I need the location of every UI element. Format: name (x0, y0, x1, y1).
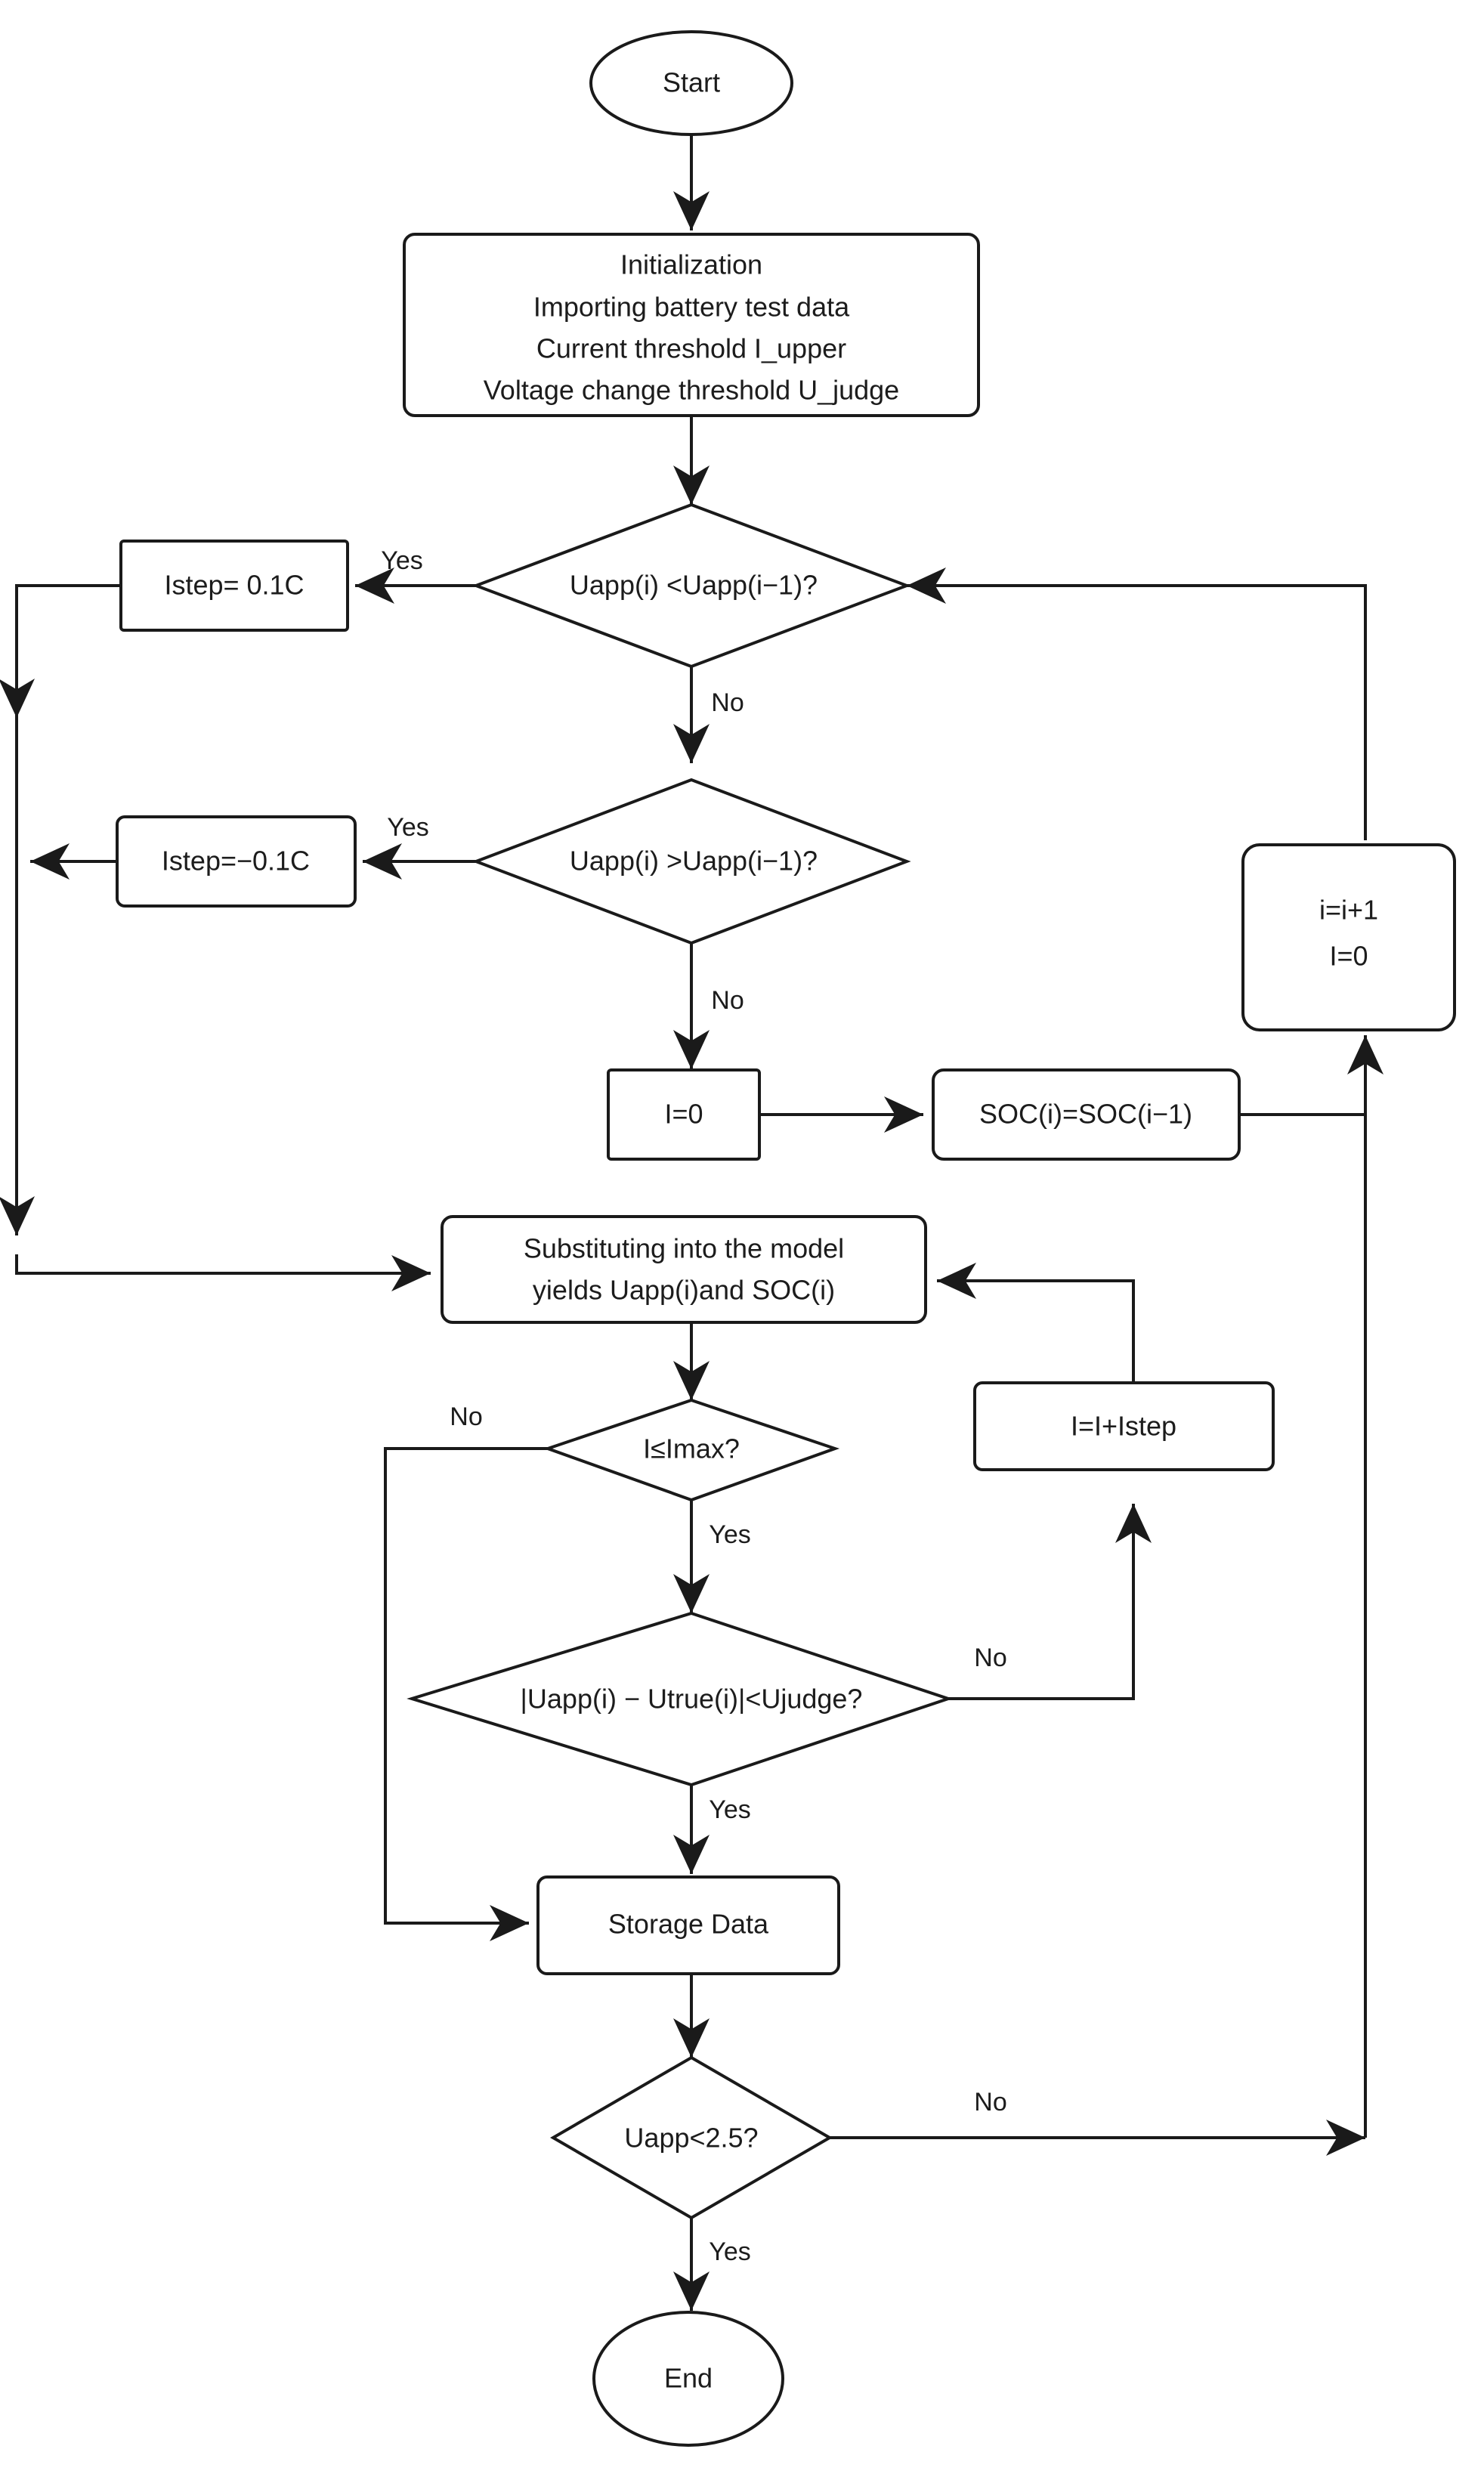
node-end[interactable]: End (592, 2311, 784, 2447)
edge-istep-pos-to-left-rail (0, 584, 121, 718)
node-current-step-add[interactable]: I=I+Istep (973, 1381, 1275, 1471)
edge-increment-to-dec-less (907, 567, 1367, 840)
node-initialization[interactable]: Initialization Importing battery test da… (403, 233, 980, 417)
edge-label-less-no: No (711, 688, 744, 717)
edge-label-less-yes: Yes (381, 546, 422, 575)
node-increment-line1: i=i+1 (1319, 895, 1378, 926)
node-decision-uapp25[interactable]: Uapp<2.5? (550, 2055, 833, 2220)
edge-label-ujudge-yes: Yes (709, 1795, 750, 1824)
node-current-step-add-label: I=I+Istep (1071, 1411, 1176, 1442)
node-end-label: End (664, 2363, 713, 2394)
edge-soc-hold-to-increment (1239, 1035, 1384, 1116)
node-initialization-line1: Initialization (620, 249, 762, 280)
edge-label-uapp-yes: Yes (709, 2237, 750, 2266)
edge-label-greater-yes: Yes (387, 813, 428, 842)
edge-dec-ujudge-no-to-i-step-add (945, 1504, 1152, 1700)
node-start[interactable]: Start (589, 30, 793, 136)
node-storage-data-label: Storage Data (608, 1909, 769, 1940)
node-initialization-line4: Voltage change threshold U_judge (484, 375, 899, 406)
edge-left-rail-to-substitute (15, 1254, 431, 1291)
node-decision-ujudge[interactable]: |Uapp(i) − Utrue(i)|<Ujudge? (407, 1611, 954, 1787)
node-decision-uapp-greater-label: Uapp(i) >Uapp(i−1)? (570, 846, 818, 877)
node-current-zero[interactable]: I=0 (607, 1068, 761, 1161)
edge-label-greater-no: No (711, 986, 744, 1015)
node-istep-negative[interactable]: Istep=−0.1C (116, 815, 357, 908)
node-istep-positive[interactable]: Istep= 0.1C (119, 540, 349, 632)
edge-label-imax-yes: Yes (709, 1520, 750, 1549)
node-decision-imax[interactable]: I≤Imax? (543, 1398, 840, 1502)
node-decision-uapp-greater[interactable]: Uapp(i) >Uapp(i−1)? (471, 778, 911, 945)
node-decision-uapp-less-label: Uapp(i) <Uapp(i−1)? (570, 570, 818, 601)
node-current-zero-label: I=0 (664, 1099, 703, 1130)
node-substitute-model-line2: yields Uapp(i)and SOC(i) (533, 1275, 835, 1306)
node-decision-ujudge-label: |Uapp(i) − Utrue(i)|<Ujudge? (521, 1684, 863, 1715)
node-increment-line2: I=0 (1329, 941, 1368, 972)
edge-label-ujudge-no: No (974, 1644, 1006, 1672)
node-istep-negative-label: Istep=−0.1C (162, 846, 310, 877)
node-soc-hold-label: SOC(i)=SOC(i−1) (979, 1099, 1192, 1130)
edge-i-step-add-to-substitute (937, 1263, 1135, 1424)
node-istep-positive-label: Istep= 0.1C (164, 570, 304, 601)
node-storage-data[interactable]: Storage Data (536, 1875, 840, 1975)
edges-layer (0, 135, 1384, 2311)
edge-label-imax-no: No (450, 1402, 482, 1431)
node-substitute-model[interactable]: Substituting into the model yields Uapp(… (441, 1215, 927, 1324)
edge-label-uapp-no: No (974, 2088, 1006, 2117)
node-initialization-line2: Importing battery test data (533, 292, 850, 323)
node-decision-uapp25-label: Uapp<2.5? (624, 2123, 758, 2154)
node-increment[interactable]: i=i+1 I=0 (1241, 843, 1456, 1031)
node-start-label: Start (663, 67, 720, 98)
node-substitute-model-line1: Substituting into the model (524, 1233, 844, 1264)
node-decision-uapp-less[interactable]: Uapp(i) <Uapp(i−1)? (471, 502, 911, 669)
edge-labels-layer: Yes No Yes No No Yes No Yes No Yes (381, 546, 1006, 2266)
node-decision-imax-label: I≤Imax? (643, 1433, 740, 1464)
node-soc-hold[interactable]: SOC(i)=SOC(i−1) (932, 1068, 1241, 1161)
edge-dec-imax-no-to-storage (384, 1447, 552, 1941)
nodes-layer: Start Initialization Importing battery t… (116, 30, 1456, 2447)
node-initialization-line3: Current threshold I_upper (536, 333, 846, 364)
